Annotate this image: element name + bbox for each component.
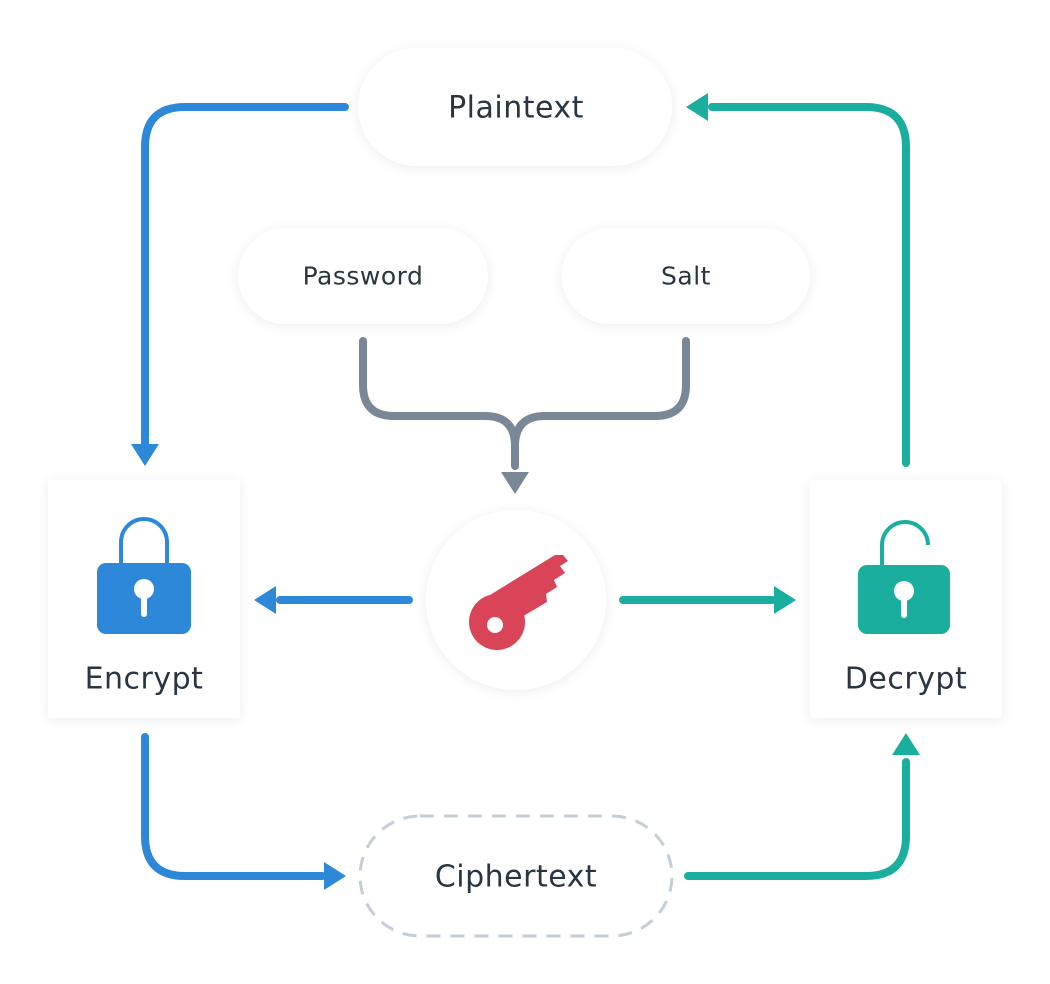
password-label: Password [303,262,424,291]
arrowhead-into-ciphertext [324,862,346,890]
arrowhead-into-plaintext [686,93,708,121]
password-node [238,228,488,324]
key-icon [469,555,568,650]
locked-padlock-icon [97,517,191,634]
password-salt-to-key-connector [359,337,690,470]
encrypt-to-ciphertext-arrow [141,733,326,880]
ciphertext-label: Ciphertext [435,860,597,895]
plaintext-to-encrypt-arrow [141,103,349,452]
plaintext-label: Plaintext [448,91,584,126]
arrowhead-into-encrypt-from-key [254,586,276,614]
salt-label: Salt [661,262,711,291]
ciphertext-node [358,814,674,938]
unlocked-padlock-icon [858,520,950,634]
ciphertext-to-decrypt-arrow [684,758,910,880]
encrypt-label: Encrypt [85,662,204,697]
arrowhead-into-decrypt-from-ciphertext [892,733,920,755]
decrypt-label: Decrypt [845,662,967,697]
arrowhead-into-key [501,472,529,494]
decrypt-to-plaintext-arrow [708,103,910,467]
arrowhead-into-decrypt-from-key [774,586,796,614]
plaintext-node [358,48,672,166]
arrowhead-into-encrypt [131,444,159,466]
salt-node [562,228,810,324]
